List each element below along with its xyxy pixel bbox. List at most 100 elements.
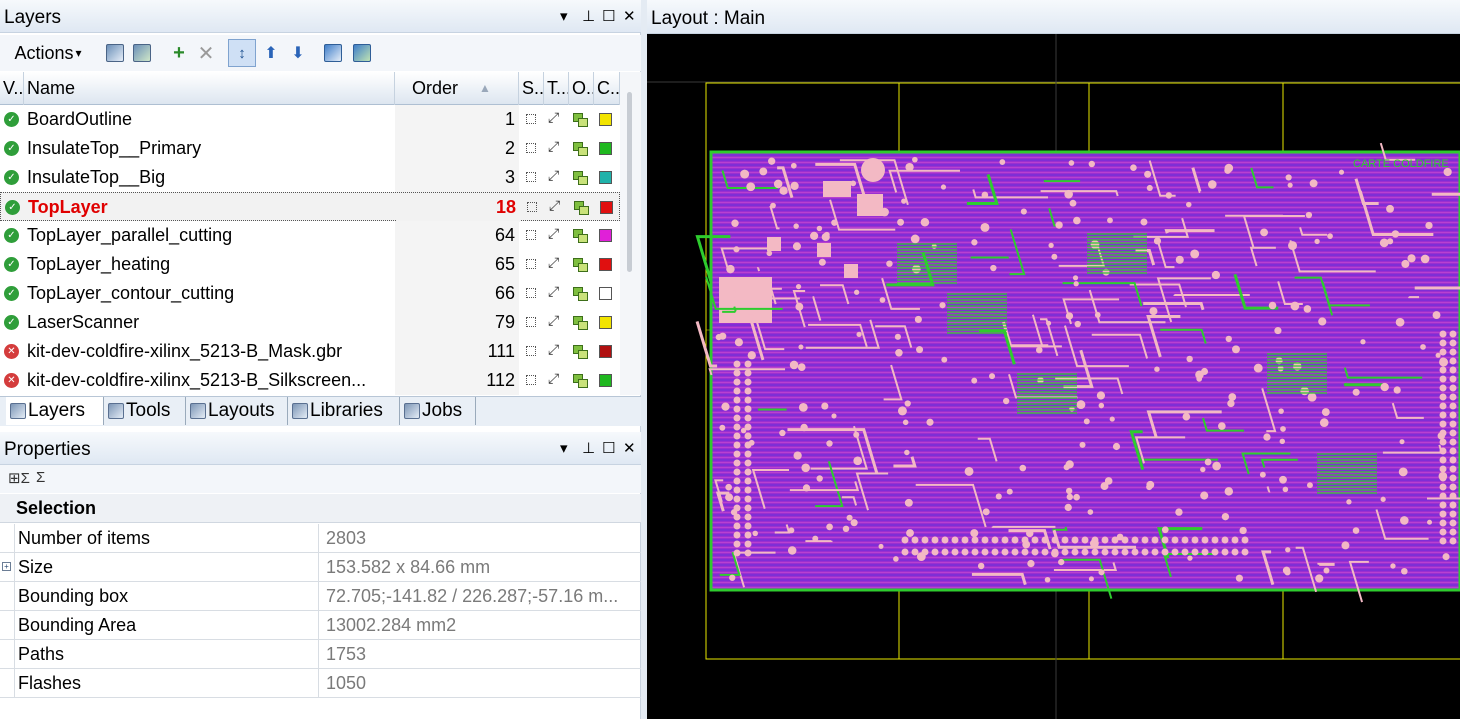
- tab-jobs[interactable]: Jobs: [400, 397, 476, 425]
- column-c[interactable]: C...: [594, 72, 620, 105]
- select-checkbox-icon[interactable]: [526, 143, 536, 153]
- property-value[interactable]: 2803: [326, 528, 367, 548]
- scrollbar-thumb[interactable]: [627, 92, 632, 272]
- sort-button[interactable]: ↕: [228, 39, 256, 67]
- objects-icon[interactable]: [573, 316, 588, 330]
- pin-icon[interactable]: ⊥: [582, 440, 596, 457]
- copy-layer-button[interactable]: [104, 39, 126, 67]
- visible-check-icon[interactable]: ✓: [4, 228, 19, 243]
- tool-path-icon[interactable]: ⤢: [548, 225, 560, 241]
- objects-icon[interactable]: [573, 113, 588, 127]
- column-visible[interactable]: V...: [0, 72, 24, 105]
- move-up-button[interactable]: ⬆: [262, 39, 280, 67]
- select-checkbox-icon[interactable]: [526, 288, 536, 298]
- pin-icon[interactable]: ⊥: [582, 8, 596, 25]
- tool-path-icon[interactable]: ⤢: [548, 283, 560, 299]
- column-o[interactable]: O...: [569, 72, 594, 105]
- tab-layouts[interactable]: Layouts: [186, 397, 288, 425]
- alphabetical-icon[interactable]: Σ: [36, 469, 46, 486]
- pcb-canvas[interactable]: CARTE COLDFIRE: [647, 34, 1460, 719]
- tool-path-icon[interactable]: ⤢: [548, 312, 560, 328]
- select-checkbox-icon[interactable]: [527, 202, 537, 212]
- tab-libraries[interactable]: Libraries: [288, 397, 400, 425]
- property-value[interactable]: 13002.284 mm2: [326, 615, 457, 635]
- category-selection[interactable]: Selection: [0, 494, 641, 523]
- select-checkbox-icon[interactable]: [526, 317, 536, 327]
- actions-dropdown[interactable]: Actions▾: [6, 39, 90, 67]
- hidden-error-icon[interactable]: ✕: [4, 373, 19, 388]
- visible-check-icon[interactable]: ✓: [4, 170, 19, 185]
- color-swatch[interactable]: [599, 316, 612, 329]
- add-layer-button[interactable]: +: [168, 39, 190, 67]
- color-swatch[interactable]: [599, 171, 612, 184]
- select-checkbox-icon[interactable]: [526, 346, 536, 356]
- color-swatch[interactable]: [599, 142, 612, 155]
- objects-icon[interactable]: [573, 287, 588, 301]
- layer-row[interactable]: ✕kit-dev-coldfire-xilinx_5213-B_Silkscre…: [0, 366, 620, 395]
- color-swatch[interactable]: [599, 345, 612, 358]
- objects-icon[interactable]: [573, 229, 588, 243]
- tool-path-icon[interactable]: ⤢: [548, 167, 560, 183]
- color-swatch[interactable]: [600, 201, 613, 214]
- property-value[interactable]: 1050: [326, 673, 367, 693]
- close-icon[interactable]: ✕: [623, 440, 636, 457]
- objects-icon[interactable]: [573, 142, 588, 156]
- expand-icon[interactable]: +: [2, 562, 11, 571]
- objects-icon[interactable]: [573, 171, 588, 185]
- select-checkbox-icon[interactable]: [526, 230, 536, 240]
- color-swatch[interactable]: [599, 113, 612, 126]
- maximize-icon[interactable]: ☐: [602, 440, 616, 457]
- objects-icon[interactable]: [574, 201, 589, 215]
- property-value[interactable]: 153.582 x 84.66 mm: [326, 557, 491, 577]
- close-icon[interactable]: ✕: [623, 8, 636, 25]
- layer-row[interactable]: ✕kit-dev-coldfire-xilinx_5213-B_Mask.gbr…: [0, 337, 620, 366]
- select-checkbox-icon[interactable]: [526, 172, 536, 182]
- visible-check-icon[interactable]: ✓: [4, 141, 19, 156]
- color-swatch[interactable]: [599, 229, 612, 242]
- tool-path-icon[interactable]: ⤢: [548, 109, 560, 125]
- select-checkbox-icon[interactable]: [526, 375, 536, 385]
- property-value[interactable]: 1753: [326, 644, 367, 664]
- tool-path-icon[interactable]: ⤢: [549, 197, 561, 213]
- color-swatch[interactable]: [599, 258, 612, 271]
- move-down-button[interactable]: ⬇: [289, 39, 307, 67]
- layers-scrollbar[interactable]: [620, 72, 641, 395]
- categorized-icon[interactable]: ⊞Σ: [8, 470, 30, 487]
- dock-splitter[interactable]: [641, 0, 647, 719]
- panel-menu-icon[interactable]: ▾: [560, 440, 568, 457]
- color-swatch[interactable]: [599, 287, 612, 300]
- column-s[interactable]: S...: [519, 72, 544, 105]
- tool-path-icon[interactable]: ⤢: [548, 138, 560, 154]
- merge-layers-button[interactable]: [322, 39, 344, 67]
- visible-check-icon[interactable]: ✓: [5, 200, 20, 215]
- delete-layer-button[interactable]: ✕: [195, 39, 217, 67]
- tool-path-icon[interactable]: ⤢: [548, 254, 560, 270]
- objects-icon[interactable]: [573, 374, 588, 388]
- visible-check-icon[interactable]: ✓: [4, 257, 19, 272]
- column-t[interactable]: T...: [544, 72, 569, 105]
- visible-check-icon[interactable]: ✓: [4, 286, 19, 301]
- property-value[interactable]: 72.705;-141.82 / 226.287;-57.16 m...: [326, 586, 619, 606]
- select-checkbox-icon[interactable]: [526, 114, 536, 124]
- column-order[interactable]: Order▲: [395, 72, 519, 105]
- hidden-error-icon[interactable]: ✕: [4, 344, 19, 359]
- tool-path-icon[interactable]: ⤢: [548, 370, 560, 386]
- duplicate-layer-button[interactable]: [131, 39, 153, 67]
- tab-tools[interactable]: Tools: [104, 397, 186, 425]
- visible-check-icon[interactable]: ✓: [4, 315, 19, 330]
- color-swatch[interactable]: [599, 374, 612, 387]
- select-checkbox-icon[interactable]: [526, 259, 536, 269]
- visible-check-icon[interactable]: ✓: [4, 112, 19, 127]
- objects-icon[interactable]: [573, 345, 588, 359]
